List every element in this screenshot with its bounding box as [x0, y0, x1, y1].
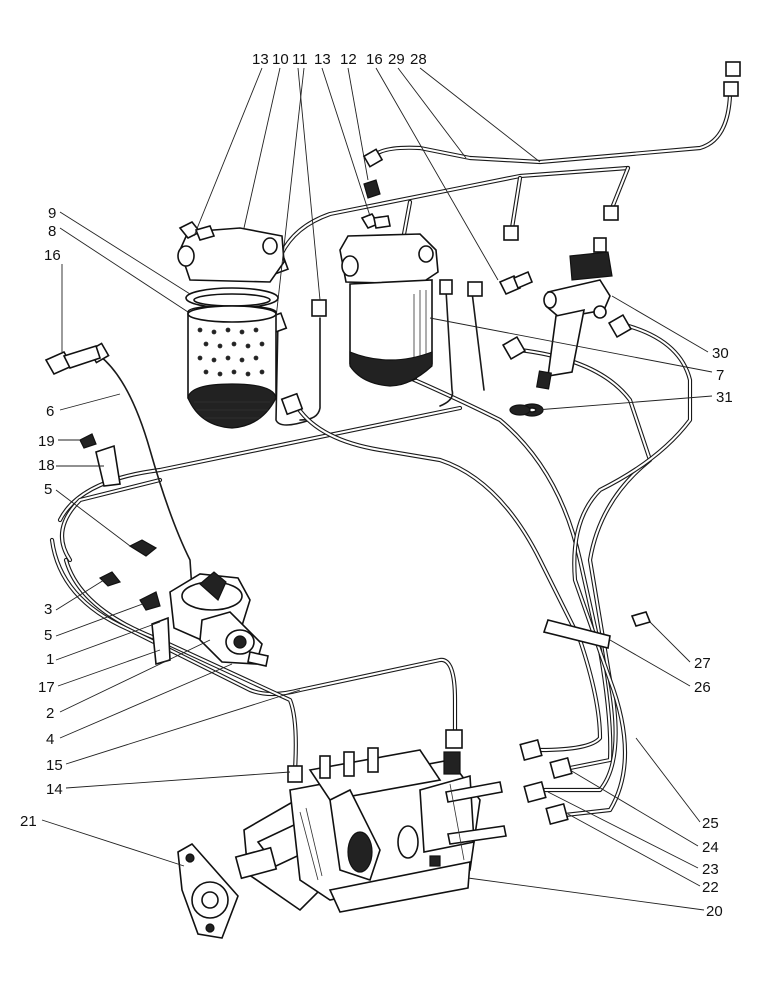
- filter-element-dots: [197, 327, 265, 377]
- pipe-nuts: [88, 61, 741, 826]
- callout-label: 28: [410, 51, 427, 68]
- callout-label: 10: [272, 51, 289, 68]
- callout-label: 3: [44, 601, 52, 618]
- callout-label: 21: [20, 813, 37, 830]
- callout-label: 4: [46, 731, 54, 748]
- callout-label: 30: [712, 345, 729, 362]
- callout-label: 17: [38, 679, 55, 696]
- left-fuel-filter: [177, 227, 285, 429]
- callout-label: 22: [702, 879, 719, 896]
- callout-label: 8: [48, 223, 56, 240]
- injector: [520, 237, 613, 417]
- callout-label: 9: [48, 205, 56, 222]
- callout-label: 23: [702, 861, 719, 878]
- callout-label: 5: [44, 481, 52, 498]
- callout-label: 11: [292, 51, 308, 68]
- lift-pump: [169, 571, 269, 667]
- callout-label: 27: [694, 655, 711, 672]
- right-callouts: 30 7 31 27 26 25 24 23 22 20: [694, 345, 733, 920]
- callout-label: 24: [702, 839, 719, 856]
- callout-label: 15: [46, 757, 63, 774]
- callout-label: 7: [716, 367, 724, 384]
- callout-label: 2: [46, 705, 54, 722]
- callout-label: 6: [46, 403, 54, 420]
- callout-label: 31: [716, 389, 733, 406]
- bolts: [44, 179, 652, 666]
- callout-label: 19: [38, 433, 55, 450]
- fuel-pipes: [49, 92, 733, 818]
- top-callouts: 13 10 11 13 12 16 29 28: [252, 51, 427, 68]
- callout-label: 16: [44, 247, 61, 264]
- callout-label: 13: [252, 51, 269, 68]
- callout-label: 26: [694, 679, 711, 696]
- right-fuel-filter: [339, 233, 439, 387]
- callout-label: 29: [388, 51, 405, 68]
- callout-label: 1: [46, 651, 54, 668]
- injection-pump: [177, 747, 507, 939]
- leader-lines: [41, 67, 713, 911]
- callout-label: 13: [314, 51, 331, 68]
- callout-label: 20: [706, 903, 723, 920]
- callout-label: 25: [702, 815, 719, 832]
- callout-label: 5: [44, 627, 52, 644]
- callout-label: 12: [340, 51, 357, 68]
- callout-label: 14: [46, 781, 63, 798]
- callout-label: 16: [366, 51, 383, 68]
- callout-label: 18: [38, 457, 55, 474]
- left-callouts: 9 8 16 6 19 18 5 3 5 1 17 2 4 15 14 21: [20, 205, 63, 830]
